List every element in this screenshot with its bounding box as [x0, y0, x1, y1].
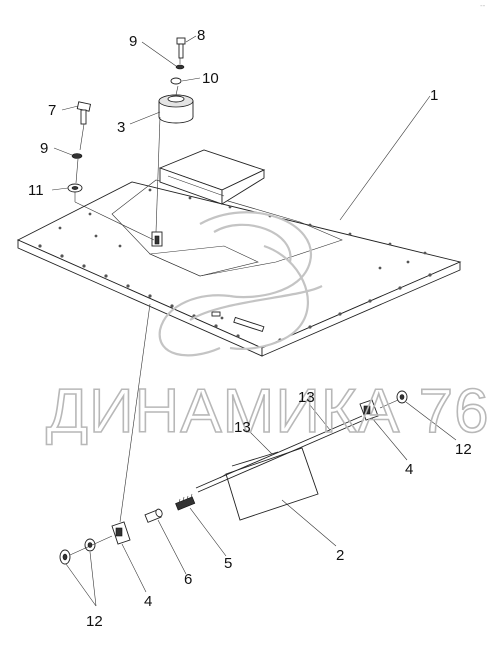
callout-2: 2: [336, 547, 344, 564]
corner-mark: --: [480, 1, 486, 10]
callout-1: 1: [430, 87, 438, 104]
nut-part-11: [67, 183, 83, 193]
watermark-text: ДИНАМИКА 76: [46, 377, 490, 446]
bolt-part-7: [76, 101, 92, 125]
floor-panel: [16, 179, 462, 357]
pedal-bracket: [151, 231, 163, 247]
callout-7: 7: [48, 102, 56, 119]
callout-13-lower: 13: [234, 419, 251, 436]
callout-4-lower: 4: [144, 593, 152, 610]
callout-13-upper: 13: [298, 389, 315, 406]
rod-part-13: [195, 415, 365, 493]
bolt-part-8: [176, 37, 186, 59]
washer-part-12-lower-b: [84, 538, 96, 552]
callout-11: 11: [28, 182, 44, 199]
panel-cover: [158, 149, 266, 205]
washer-part-12-lower-a: [59, 549, 71, 565]
washer-part-9-upper: [175, 64, 185, 70]
pedal-pad-part-2: [219, 447, 319, 521]
callout-labels: 1 2 3 4 4 5 6 7 8 9 9 10 11 12 12 13 13: [28, 27, 472, 630]
leader-lines: [51, 35, 457, 607]
bushing-part-6: [144, 508, 163, 523]
spring-part-5: [175, 493, 196, 511]
callout-4-upper: 4: [405, 461, 413, 478]
callout-5: 5: [224, 555, 232, 572]
callout-9-upper: 9: [129, 33, 137, 50]
cap-part-3: [158, 94, 194, 124]
nut-part-10: [170, 77, 182, 85]
callout-6: 6: [184, 571, 192, 588]
bracket-part-4-lower: [111, 521, 131, 545]
callout-9-left: 9: [40, 140, 48, 157]
washer-part-9-left: [71, 153, 83, 159]
bracket-part-4-upper: [359, 399, 379, 421]
callout-12-lower: 12: [86, 613, 103, 630]
washer-part-12-upper: [396, 390, 408, 404]
callout-10: 10: [202, 70, 219, 87]
callout-12-upper: 12: [455, 441, 472, 458]
callout-8: 8: [197, 27, 205, 44]
callout-3: 3: [117, 119, 125, 136]
watermark-logo: [158, 211, 323, 357]
